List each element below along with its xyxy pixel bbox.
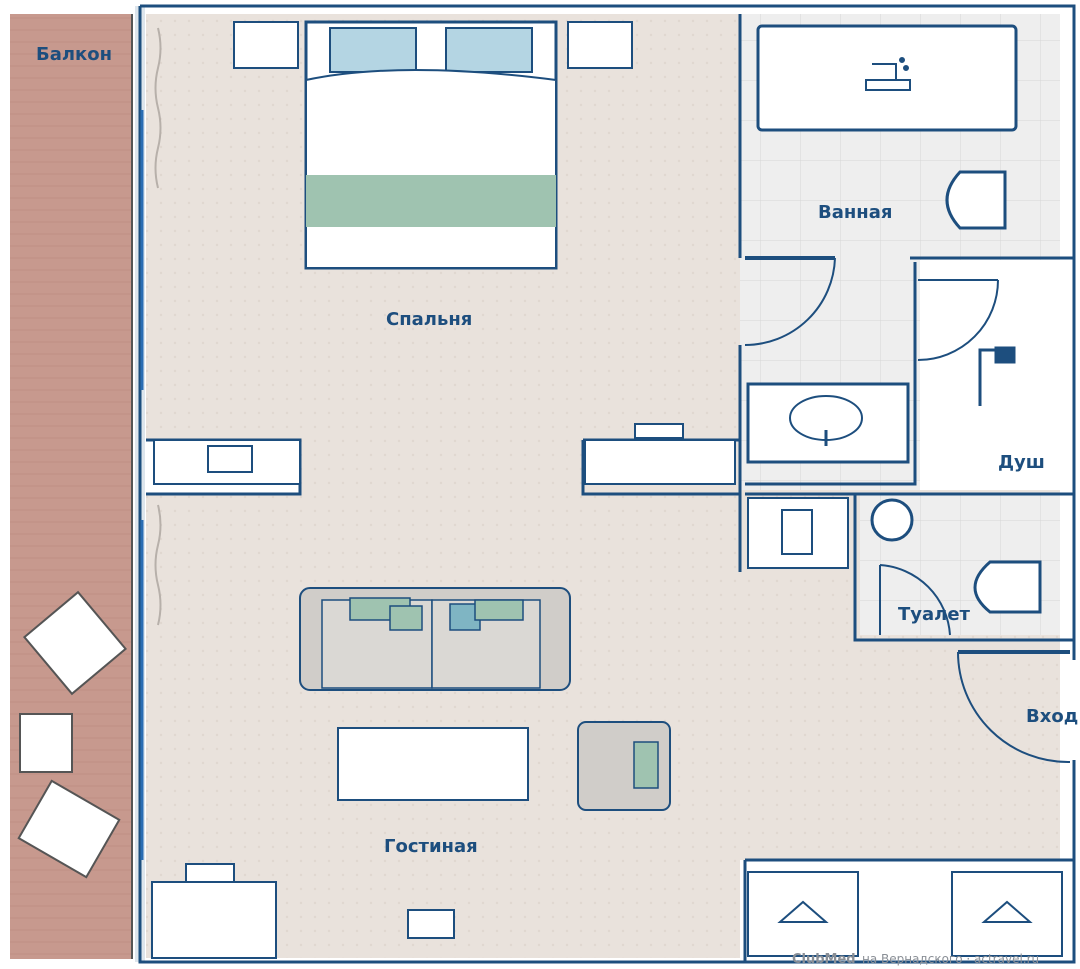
side-table [19,713,73,773]
hanger-icon [777,900,829,923]
sink-counter [746,382,910,464]
bathroom-door[interactable] [744,256,836,346]
toilet-icon [973,560,1042,614]
room-label-bedroom: Спальня [386,309,472,330]
blanket [305,69,557,269]
tv-icon [207,445,253,473]
lounger [17,779,121,879]
bathtub [756,24,1018,132]
nightstand-right [567,21,633,69]
sofa[interactable] [299,587,571,691]
bedroom-desk [153,423,736,485]
toilet-room [870,498,1042,614]
toilet-door[interactable] [879,564,951,636]
minibar-cabinet [747,497,849,569]
fridge-icon [781,509,813,555]
room-label-balcony: Балкон [36,44,112,65]
toilet-icon-bathroom [945,170,1007,230]
shower-door[interactable] [917,279,999,361]
lounger [22,590,128,696]
armchair[interactable] [577,721,671,811]
laptop-icon [634,423,684,439]
watermark-text: на Вернадского · actravel.ru [862,952,1039,966]
tv-icon [407,909,455,939]
wardrobe [747,871,1063,957]
bed-runner [306,175,556,227]
room-label-entrance: Вход [1026,706,1078,727]
curtains [154,27,162,626]
hanger-icon [981,900,1033,923]
shower-icon [978,346,1016,406]
entrance-door[interactable] [957,650,1071,764]
balcony-furniture [17,590,128,879]
room-label-shower: Душ [998,452,1045,473]
pillow-left [329,27,417,73]
coffee-table [337,727,529,801]
balcony-area [0,0,138,969]
sink-icon [870,498,914,542]
room-label-bathroom: Ванная [818,202,892,223]
living-desk [151,863,455,959]
watermark-brand: ClubMed [792,952,856,967]
room-label-living-room: Гостиная [384,836,478,857]
pillow-right [445,27,533,73]
bed[interactable] [233,20,633,270]
bathtub-icon [865,57,911,91]
nightstand-left [233,21,299,69]
laptop-icon [185,863,235,883]
room-label-toilet: Туалет [898,604,971,625]
